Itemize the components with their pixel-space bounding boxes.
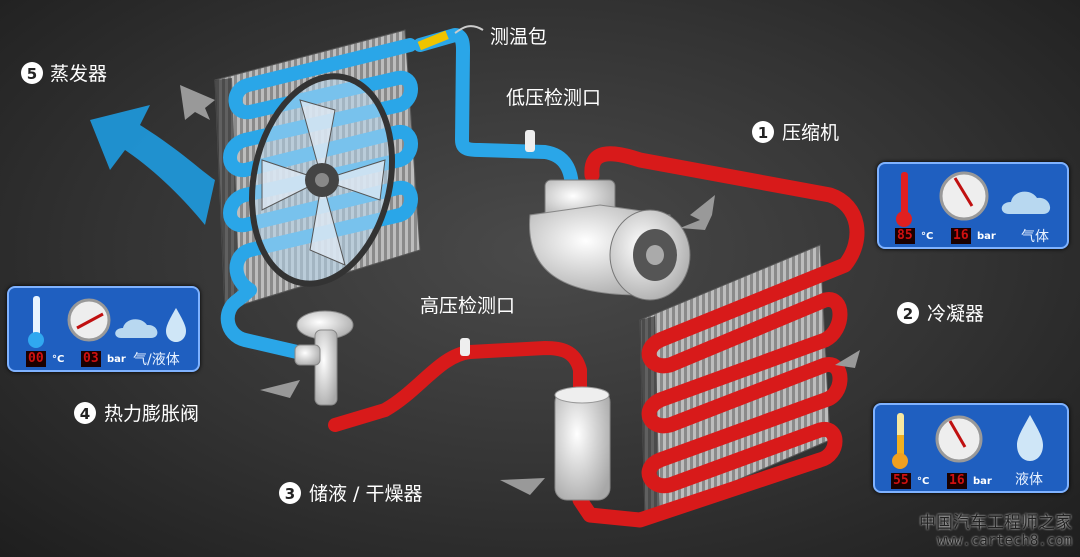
pressure-readout: 16 <box>951 228 971 244</box>
temperature-unit: °C <box>52 354 65 365</box>
condenser-number: 2 <box>903 305 913 323</box>
evaporator-inlet-panel: 00 °C 03 bar 气/液体 <box>7 286 200 372</box>
pressure-gauge-icon <box>935 415 983 463</box>
droplet-icon <box>166 308 186 342</box>
temperature-unit: °C <box>917 476 930 487</box>
compressor <box>529 179 691 301</box>
pressure-gauge-icon <box>67 298 111 342</box>
evaporator-coil <box>220 38 418 362</box>
condenser-label: 冷凝器 <box>927 303 984 325</box>
state-label: 液体 <box>1015 472 1043 488</box>
compressor-outlet-panel: 85 °C 16 bar 气体 <box>877 162 1069 249</box>
compressor-label: 压缩机 <box>782 122 839 144</box>
thermometer-icon <box>892 413 1043 469</box>
pressure-unit: bar <box>107 354 126 365</box>
condenser-outlet-panel: 55 °C 16 bar 液体 <box>873 403 1069 493</box>
low-pressure-port-label: 低压检测口 <box>506 87 601 109</box>
sensing-bulb <box>417 30 449 51</box>
pressure-readout: 03 <box>81 351 101 367</box>
pressure-unit: bar <box>977 231 996 242</box>
thermometer-icon <box>28 296 186 348</box>
watermark-title: 中国汽车工程师之家 <box>919 513 1072 533</box>
low-pressure-line <box>413 28 579 197</box>
droplet-icon <box>1017 415 1043 461</box>
high-pressure-port <box>460 338 470 356</box>
high-pressure-port-label: 高压检测口 <box>420 295 515 317</box>
cloud-icon <box>1001 191 1051 214</box>
temperature-unit: °C <box>921 231 934 242</box>
receiver-drier-label: 储液 / 干燥器 <box>309 483 422 505</box>
temperature-readout: 00 <box>26 351 46 367</box>
compressor-number: 1 <box>758 124 768 142</box>
temperature-readout: 85 <box>895 228 915 244</box>
expansion-valve-label: 热力膨胀阀 <box>104 403 199 425</box>
sensing-bulb-label: 测温包 <box>490 26 547 48</box>
thermometer-icon <box>896 171 1051 227</box>
pointer-arrows <box>180 85 860 495</box>
expansion-valve <box>294 310 354 406</box>
high-pressure-liquid-line <box>328 341 587 432</box>
cloud-icon <box>115 319 158 338</box>
low-pressure-port <box>525 130 535 152</box>
evaporator-number: 5 <box>27 65 37 83</box>
state-label: 气/液体 <box>133 352 180 368</box>
airflow-arrow <box>90 105 215 225</box>
high-pressure-line <box>572 146 865 528</box>
receiver-drier <box>554 386 611 501</box>
state-label: 气体 <box>1021 229 1049 245</box>
receiver-drier-number: 3 <box>285 485 295 503</box>
evaporator-label: 蒸发器 <box>50 63 107 85</box>
pressure-unit: bar <box>973 476 992 487</box>
expansion-valve-number: 4 <box>80 405 90 423</box>
pressure-readout: 16 <box>947 473 967 489</box>
temperature-readout: 55 <box>891 473 911 489</box>
watermark-url: www.cartech8.com <box>937 533 1072 549</box>
pressure-gauge-icon <box>939 171 989 221</box>
